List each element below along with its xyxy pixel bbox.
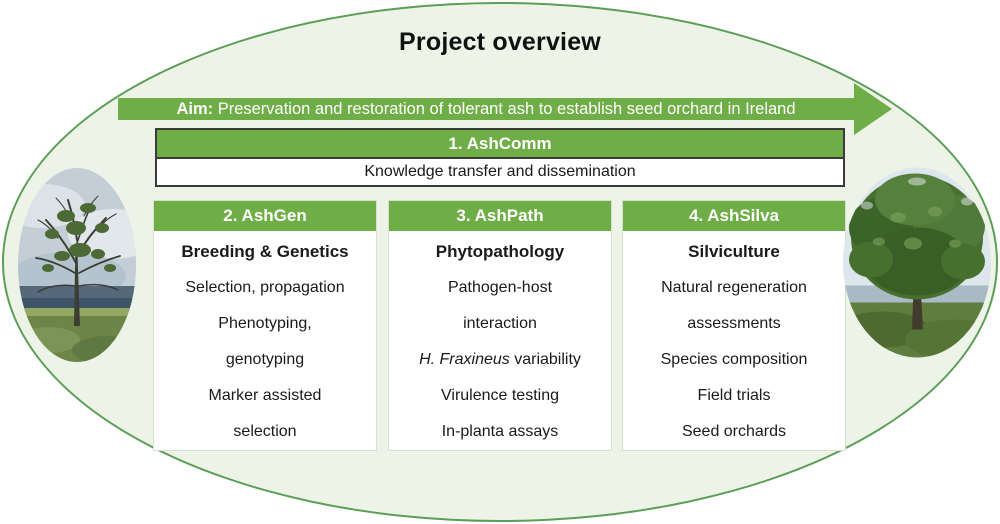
wp2-body: Breeding & Genetics Selection, propagati…	[154, 231, 376, 450]
wp4-subtitle: Silviculture	[688, 242, 780, 261]
wp2-line: Selection, propagation	[185, 279, 345, 296]
wp2-subtitle: Breeding & Genetics	[181, 242, 349, 261]
wp2-line: selection	[233, 423, 297, 440]
wp3-line: Virulence testing	[441, 387, 559, 404]
workpackage-1-box: 1. AshComm Knowledge transfer and dissem…	[155, 128, 845, 187]
wp2-header: 2. AshGen	[154, 201, 376, 231]
wp1-description: Knowledge transfer and dissemination	[157, 159, 843, 185]
aim-text: Aim: Preservation and restoration of tol…	[118, 98, 854, 120]
wp4-header: 4. AshSilva	[623, 201, 845, 231]
wp1-header: 1. AshComm	[157, 130, 843, 159]
wp4-line: Seed orchards	[681, 423, 787, 440]
aim-banner-arrow: Aim: Preservation and restoration of tol…	[118, 83, 892, 135]
wp3-line: interaction	[463, 315, 537, 332]
arrow-head-icon	[854, 83, 892, 135]
workpackage-4-box: 4. AshSilva Silviculture Natural regener…	[622, 200, 846, 451]
wp3-line-species: H. Fraxineus variability	[389, 342, 611, 378]
wp2-line: genotyping	[225, 351, 305, 368]
aim-statement: Preservation and restoration of tolerant…	[213, 100, 796, 118]
wp4-line: Field trials	[697, 387, 771, 404]
wp3-body: Phytopathology Pathogen-host interaction…	[389, 231, 611, 450]
workpackage-3-box: 3. AshPath Phytopathology Pathogen-host …	[388, 200, 612, 451]
wp3-line: In-planta assays	[441, 423, 559, 440]
wp4-body: Silviculture Natural regeneration assess…	[623, 231, 845, 450]
wp4-line: Natural regeneration	[661, 279, 807, 296]
wp4-line: assessments	[687, 315, 781, 332]
wp3-header: 3. AshPath	[389, 201, 611, 231]
page-title: Project overview	[399, 28, 601, 56]
aim-label: Aim:	[176, 100, 214, 118]
species-name-italic: H. Fraxineus	[419, 351, 510, 368]
wp2-line: Phenotyping,	[218, 315, 312, 332]
wp3-subtitle: Phytopathology	[435, 242, 565, 261]
diseased-ash-photo	[18, 168, 136, 362]
species-line-rest: variability	[509, 351, 581, 368]
healthy-ash-photo	[843, 167, 991, 358]
wp3-line: Pathogen-host	[447, 279, 553, 296]
wp4-line: Species composition	[660, 351, 808, 368]
workpackage-2-box: 2. AshGen Breeding & Genetics Selection,…	[153, 200, 377, 451]
wp2-line: Marker assisted	[208, 387, 322, 404]
